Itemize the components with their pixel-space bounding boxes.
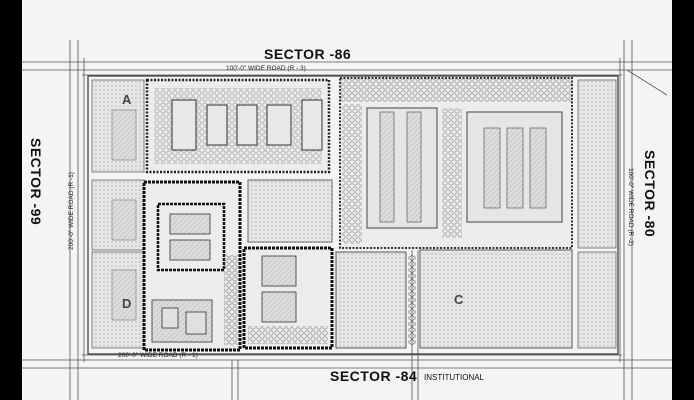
block-a-label: A [122, 92, 132, 107]
right-strip-plots [577, 79, 617, 349]
road-north-label: 100'-0" WIDE ROAD (R - 3) [226, 65, 306, 72]
road-west-label: 200'-0" WIDE ROAD (R -1) [68, 172, 75, 250]
sector-north-label: SECTOR -86 [264, 46, 352, 62]
sector-west-label: SECTOR -99 [28, 138, 44, 226]
road-south-label: 200'-0" WIDE ROAD (R - 1) [118, 352, 198, 359]
institutional-plots [335, 249, 573, 349]
residential-block-north-east [339, 77, 573, 249]
sector-boundary [87, 75, 619, 355]
central-open-space [247, 179, 333, 243]
institutional-label: INSTITUTIONAL [424, 373, 485, 382]
left-plots [91, 79, 145, 349]
road-east-label: 100'-0" WIDE ROAD (R -2) [627, 168, 634, 246]
residential-block-north-west [145, 78, 331, 174]
site-plan-drawing [22, 40, 672, 400]
sector-south-label: SECTOR -84 [330, 368, 418, 384]
sector-east-label: SECTOR -80 [642, 150, 658, 238]
site-plan-map: SECTOR -86 100'-0" WIDE ROAD (R - 3) SEC… [22, 0, 672, 400]
residential-block-west [142, 180, 242, 352]
residential-block-centre-south [242, 246, 334, 350]
block-c-label: C [454, 292, 464, 307]
block-d-label: D [122, 296, 132, 311]
